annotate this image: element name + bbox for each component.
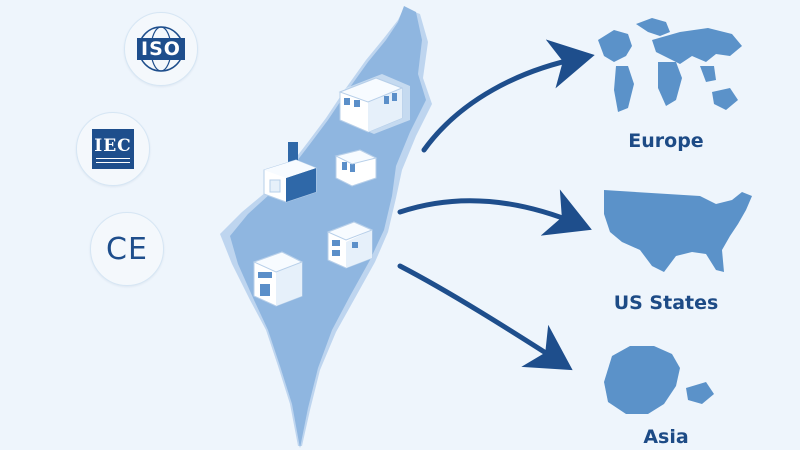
iec-label: IEC	[94, 135, 132, 156]
arrow-to-us	[397, 189, 592, 236]
arrow-to-asia	[397, 263, 573, 371]
iec-badge: IEC	[76, 112, 150, 186]
iso-badge: ISO	[124, 12, 198, 86]
origin-country-map	[220, 6, 432, 448]
asia-map-icon	[604, 346, 714, 414]
building-top	[338, 74, 410, 134]
building-factory	[263, 142, 317, 203]
iec-logo-icon: IEC	[92, 129, 134, 169]
europe-label: Europe	[628, 130, 704, 152]
building-right	[326, 221, 374, 269]
iso-label: ISO	[137, 38, 185, 60]
building-bottom	[252, 251, 304, 307]
ce-badge: CE	[90, 212, 164, 286]
usa-map-icon	[604, 190, 752, 272]
country-map-shape	[230, 6, 426, 448]
building-small-office	[334, 149, 378, 187]
world-map-icon	[598, 18, 742, 112]
arrow-to-europe	[421, 39, 595, 153]
us-states-label: US States	[613, 292, 719, 314]
ce-mark-icon: CE	[106, 231, 148, 267]
asia-label: Asia	[643, 426, 689, 448]
